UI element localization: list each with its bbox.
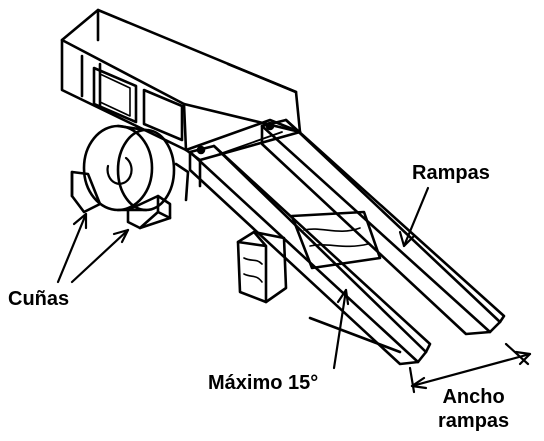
trailer-deck — [184, 118, 302, 188]
wheel — [82, 124, 190, 212]
label-ramp-width-line2: rampas — [438, 410, 510, 432]
label-ramp-width: Ancho rampas — [438, 387, 509, 431]
label-max-angle: Máximo 15° — [208, 372, 319, 394]
angle-reference-line — [308, 316, 402, 354]
leader-arrows — [56, 186, 532, 394]
label-ramp-width-line1: Ancho — [442, 386, 505, 408]
label-ramps: Rampas — [412, 162, 490, 184]
ramp-right — [260, 118, 506, 336]
support-block — [236, 230, 288, 304]
label-wedges: Cuñas — [8, 288, 70, 310]
ramp-left — [188, 144, 432, 366]
wheel-wedges — [70, 170, 172, 230]
